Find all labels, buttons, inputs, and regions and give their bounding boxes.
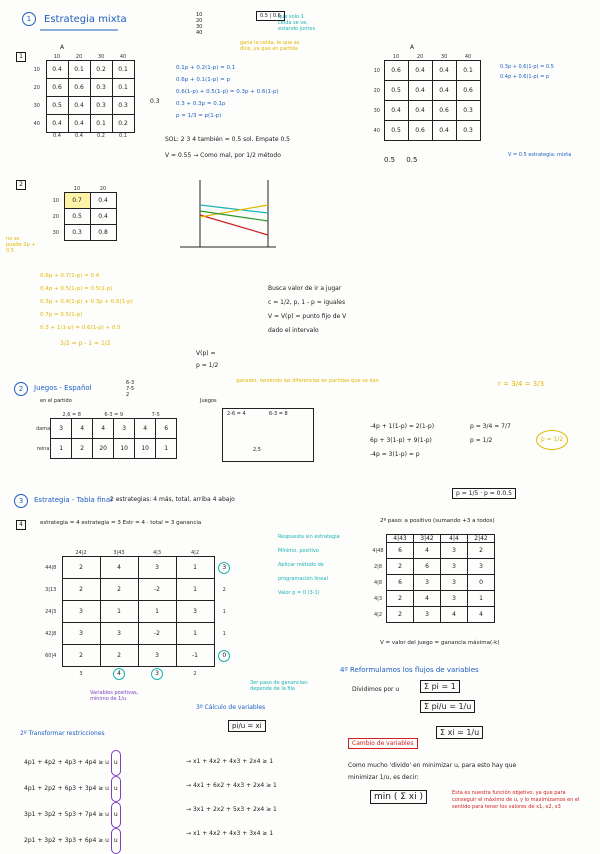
table2-col-mins: 0.5 0.5 (384, 156, 418, 164)
table2-note: V = 0.5 estrategia: mixta (508, 152, 572, 158)
step-4-label-2: Cambio de variables (348, 738, 418, 749)
section-4-circle: 3 (14, 494, 28, 508)
table2-top-header: A (410, 44, 415, 51)
section-4-boxed: p = 1/5 · p = 0.0.5 (452, 488, 516, 499)
section-2-side-note: no se puede 2p + 0.5 (6, 236, 36, 254)
constraint-list: 4p1 + 4p2 + 4p3 + 4p4 ≥ u u 4p1 + 2p2 + … (24, 750, 121, 854)
step-3-title: 3º Cálculo de variables (196, 704, 266, 711)
table1-top-header: A (60, 44, 65, 51)
section-3-equations: -4p + 1(1-p) = 2(1-p)6p + 3(1-p) + 9(1-p… (370, 423, 435, 458)
section-3-title: Juegos - Español (34, 384, 92, 392)
section-3-right-table: 2-6 = 4 6-3 = 8 2,5 (222, 408, 314, 462)
equation-sum-p: Σ pi = 1 (420, 680, 460, 693)
equation-sum-x: Σ xi = 1/u (436, 726, 484, 739)
section-1-note2: V = 0.55 → Como mal, por 1/2 método (165, 152, 281, 159)
step-3-box: pi/u = xi (228, 720, 266, 732)
yellow-annotation: gana la celda, le que se dice, ya que en… (240, 40, 300, 52)
step-4-text: Como mucho 'divido' en minimizar u, para… (348, 762, 517, 781)
section-2-label: 2 (16, 180, 26, 190)
section-3-yellow-note: ganador, teniendo las diferencias en par… (236, 378, 379, 384)
section-number: 1 (22, 12, 36, 26)
circled-cell: 0.5 | 0.6 (256, 11, 285, 21)
section-1-note1: SOL: 2 3 4 también = 0.5 sol. Empate 0.5 (165, 136, 291, 143)
section-1-label: 1 (16, 52, 26, 62)
section-4-label: 4 (16, 520, 26, 530)
title-underline (40, 29, 118, 31)
section-4-cyan-bottom: 3er paso de ganancias: depende de la fil… (250, 680, 309, 692)
section-3-tables-label: Juegos (200, 398, 217, 404)
section-4-title: Estrategia - Tabla final (34, 496, 113, 504)
transformed-list: → x1 + 4x2 + 4x3 + 2x4 ≥ 1 → 4x1 + 6x2 +… (186, 758, 277, 837)
line-sketch (180, 180, 276, 248)
step-4-label-1: Dividimos por u (352, 686, 400, 693)
cyan-annotation: que solo 1 celda se ve, estando juntos (278, 14, 316, 32)
purple-note: Variables positivas, mínimo de 1/u (90, 690, 139, 702)
objective-function: min ( Σ xi ) (370, 790, 427, 804)
section-3-fraction: r = 3/4 = 3/3 (498, 380, 545, 388)
step-4-title: 4º Reformulamos los flujos de variables (340, 666, 479, 674)
section-4-summary: 2 estrategias: 4 más, total, arriba 4 ab… (110, 496, 235, 503)
section-2-vp: V(p) =p = 1/2 (196, 350, 219, 369)
section-3-sub: en el partido (40, 398, 72, 404)
section-3-label: 2 (14, 382, 28, 396)
highlighted-result: p = 1/2 (536, 430, 568, 450)
section-4-right-note: V = valor del juego = ganancia máxima(-k… (380, 640, 500, 646)
table1-row-extra: 0.3 (150, 98, 160, 105)
step-2-title: 2º Transformar restricciones (20, 730, 105, 737)
equation-sum-p-over-u: Σ pi/u = 1/u (420, 700, 476, 713)
section-4-right-header: 2º paso: a positivo (sumando +3 a todos) (380, 518, 495, 524)
step-4-red-note: Esta es nuestra función objetivo, ya que… (452, 790, 580, 810)
page-title: Estrategia mixta (44, 14, 127, 25)
section-4-note: estrategia = 4 estrategia = 3 Estr = 4 ·… (40, 520, 202, 526)
section-2-fraction: 3/2 = p - 1 = 1/2 (60, 340, 111, 347)
